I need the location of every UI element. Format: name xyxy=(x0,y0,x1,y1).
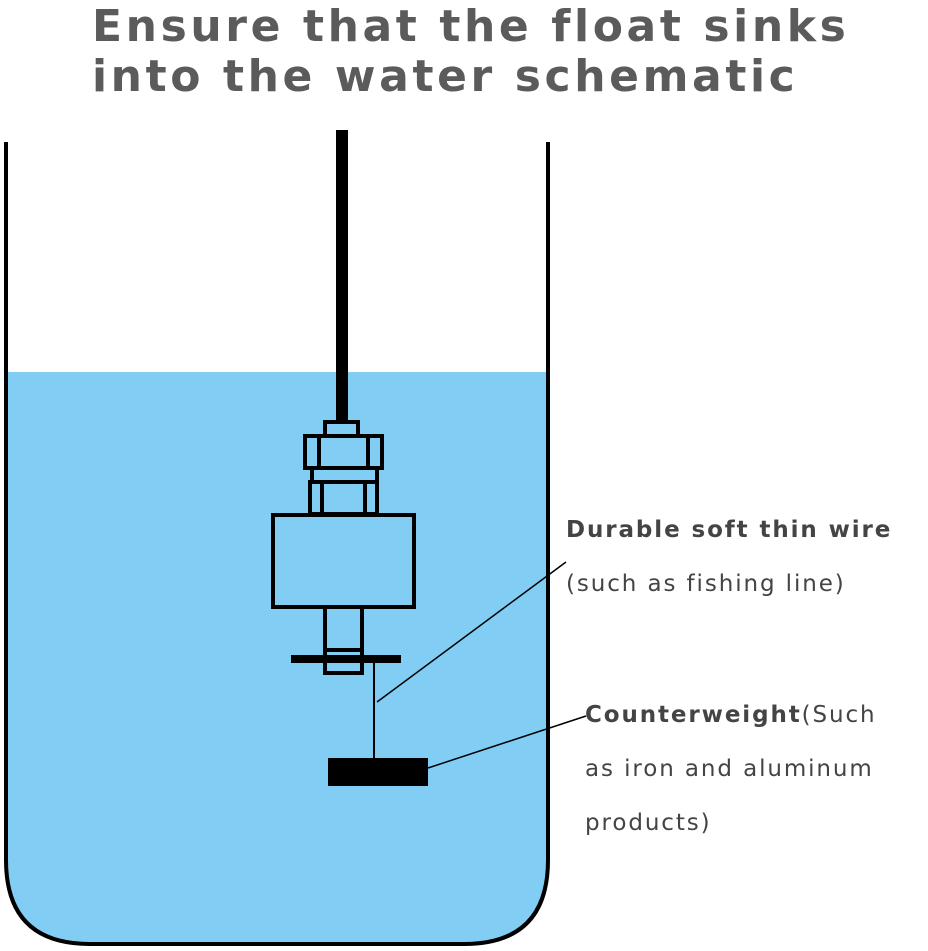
wire-leader-line xyxy=(376,561,567,703)
counterweight-label-line-2: as iron and aluminum xyxy=(585,756,874,782)
title-line-1: Ensure that the float sinks xyxy=(92,1,850,52)
diagram-title: Ensure that the float sinks into the wat… xyxy=(92,2,922,102)
stopper-plate xyxy=(291,655,401,663)
water-body xyxy=(6,372,548,944)
counterweight-label-bold: Counterweight xyxy=(585,702,802,728)
counterweight-label-rest: (Such xyxy=(801,702,877,728)
counterweight-block xyxy=(328,758,428,786)
wire-label-line-1: Durable soft thin wire xyxy=(566,503,892,557)
float-switch xyxy=(271,420,416,675)
title-line-2: into the water schematic xyxy=(92,51,799,102)
wire-label-line-2: (such as fishing line) xyxy=(566,571,846,597)
counterweight-label: Counterweight(Such as iron and aluminum … xyxy=(585,688,877,850)
wire-label: Durable soft thin wire (such as fishing … xyxy=(566,503,892,611)
counterweight-leader-line xyxy=(427,715,587,769)
wire-label-bold: Durable soft thin wire xyxy=(566,517,893,543)
counterweight-label-line-1: Counterweight(Such xyxy=(585,688,877,742)
counterweight-label-line-3: products) xyxy=(585,810,712,836)
float-stem xyxy=(323,605,364,675)
container-outline xyxy=(4,142,550,946)
float-cable xyxy=(336,130,348,423)
